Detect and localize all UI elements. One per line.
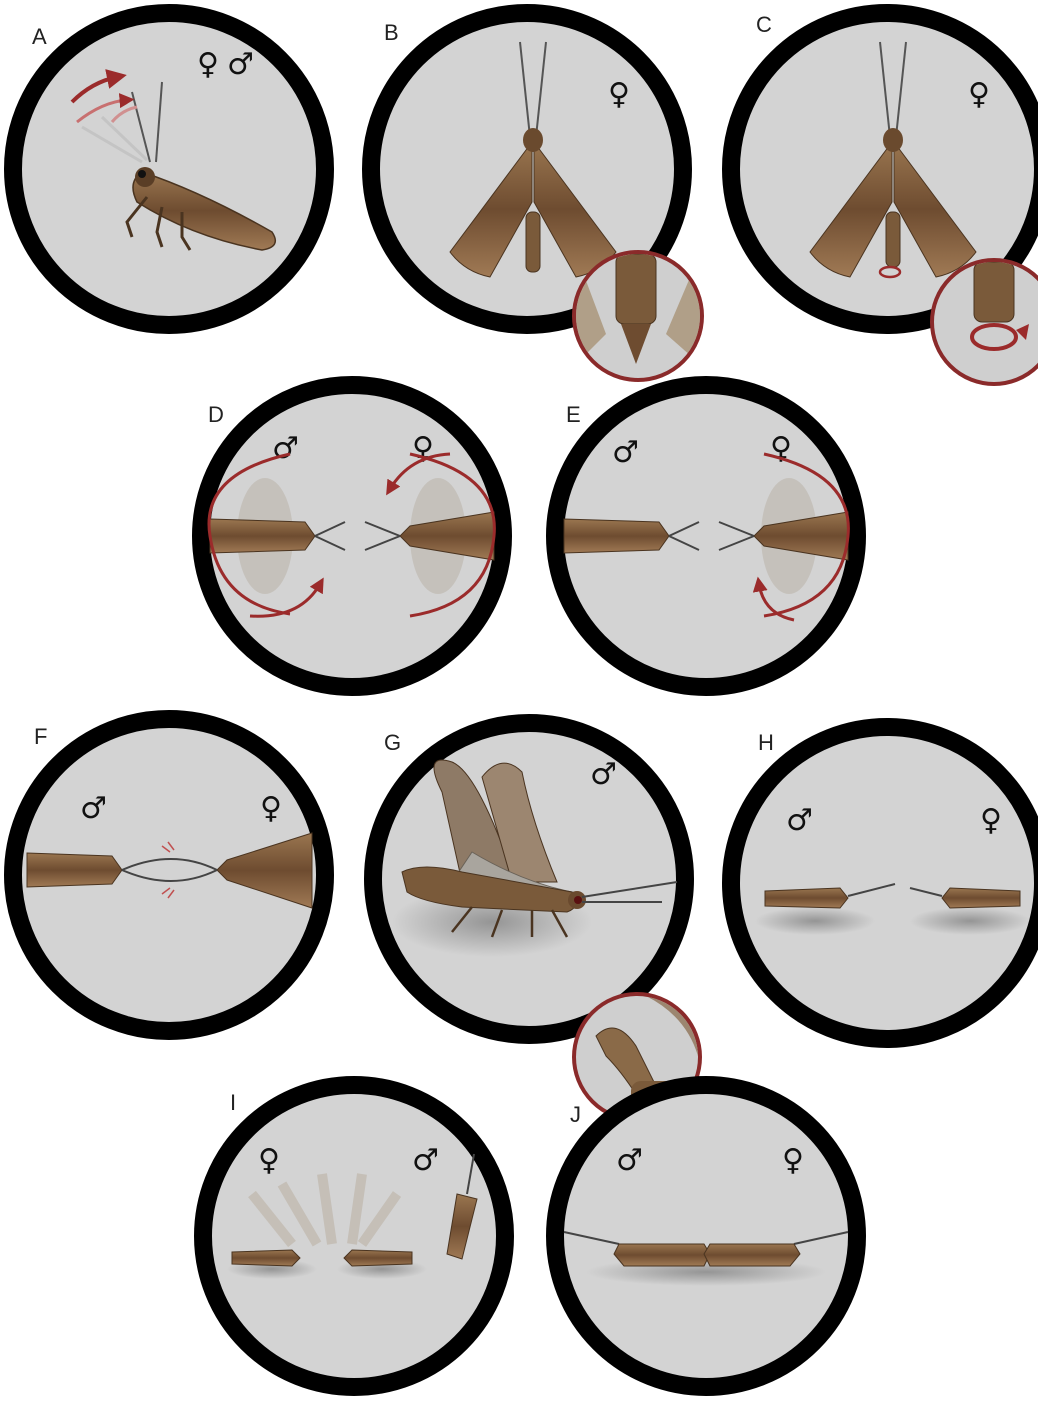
panel-j-illustration bbox=[564, 1094, 848, 1378]
panel-b-inset-abdomen bbox=[576, 254, 700, 378]
panel-i: ♀ ♂ bbox=[194, 1076, 514, 1396]
panel-f: ♂ ♀ bbox=[4, 710, 334, 1040]
panel-c-inset-abdomen bbox=[934, 262, 1038, 382]
panel-b-detail-inset bbox=[572, 250, 704, 382]
panel-h: ♂ ♀ bbox=[722, 718, 1038, 1048]
panel-a: ♀ ♂ bbox=[4, 4, 334, 334]
panel-d: ♂ ♀ bbox=[192, 376, 512, 696]
panel-h-illustration bbox=[740, 736, 1034, 1030]
panel-f-illustration bbox=[22, 728, 316, 1022]
panel-g-illustration bbox=[382, 732, 676, 1026]
panel-b: ♀ bbox=[362, 4, 692, 334]
panel-g: ♂ bbox=[364, 714, 694, 1044]
panel-j: ♂ ♀ bbox=[546, 1076, 866, 1396]
panel-a-illustration bbox=[22, 22, 316, 316]
panel-d-illustration bbox=[210, 394, 494, 678]
panel-e: ♂ ♀ bbox=[546, 376, 866, 696]
panel-c: ♀ bbox=[722, 4, 1038, 334]
panel-e-illustration bbox=[564, 394, 848, 678]
panel-i-illustration bbox=[212, 1094, 496, 1378]
